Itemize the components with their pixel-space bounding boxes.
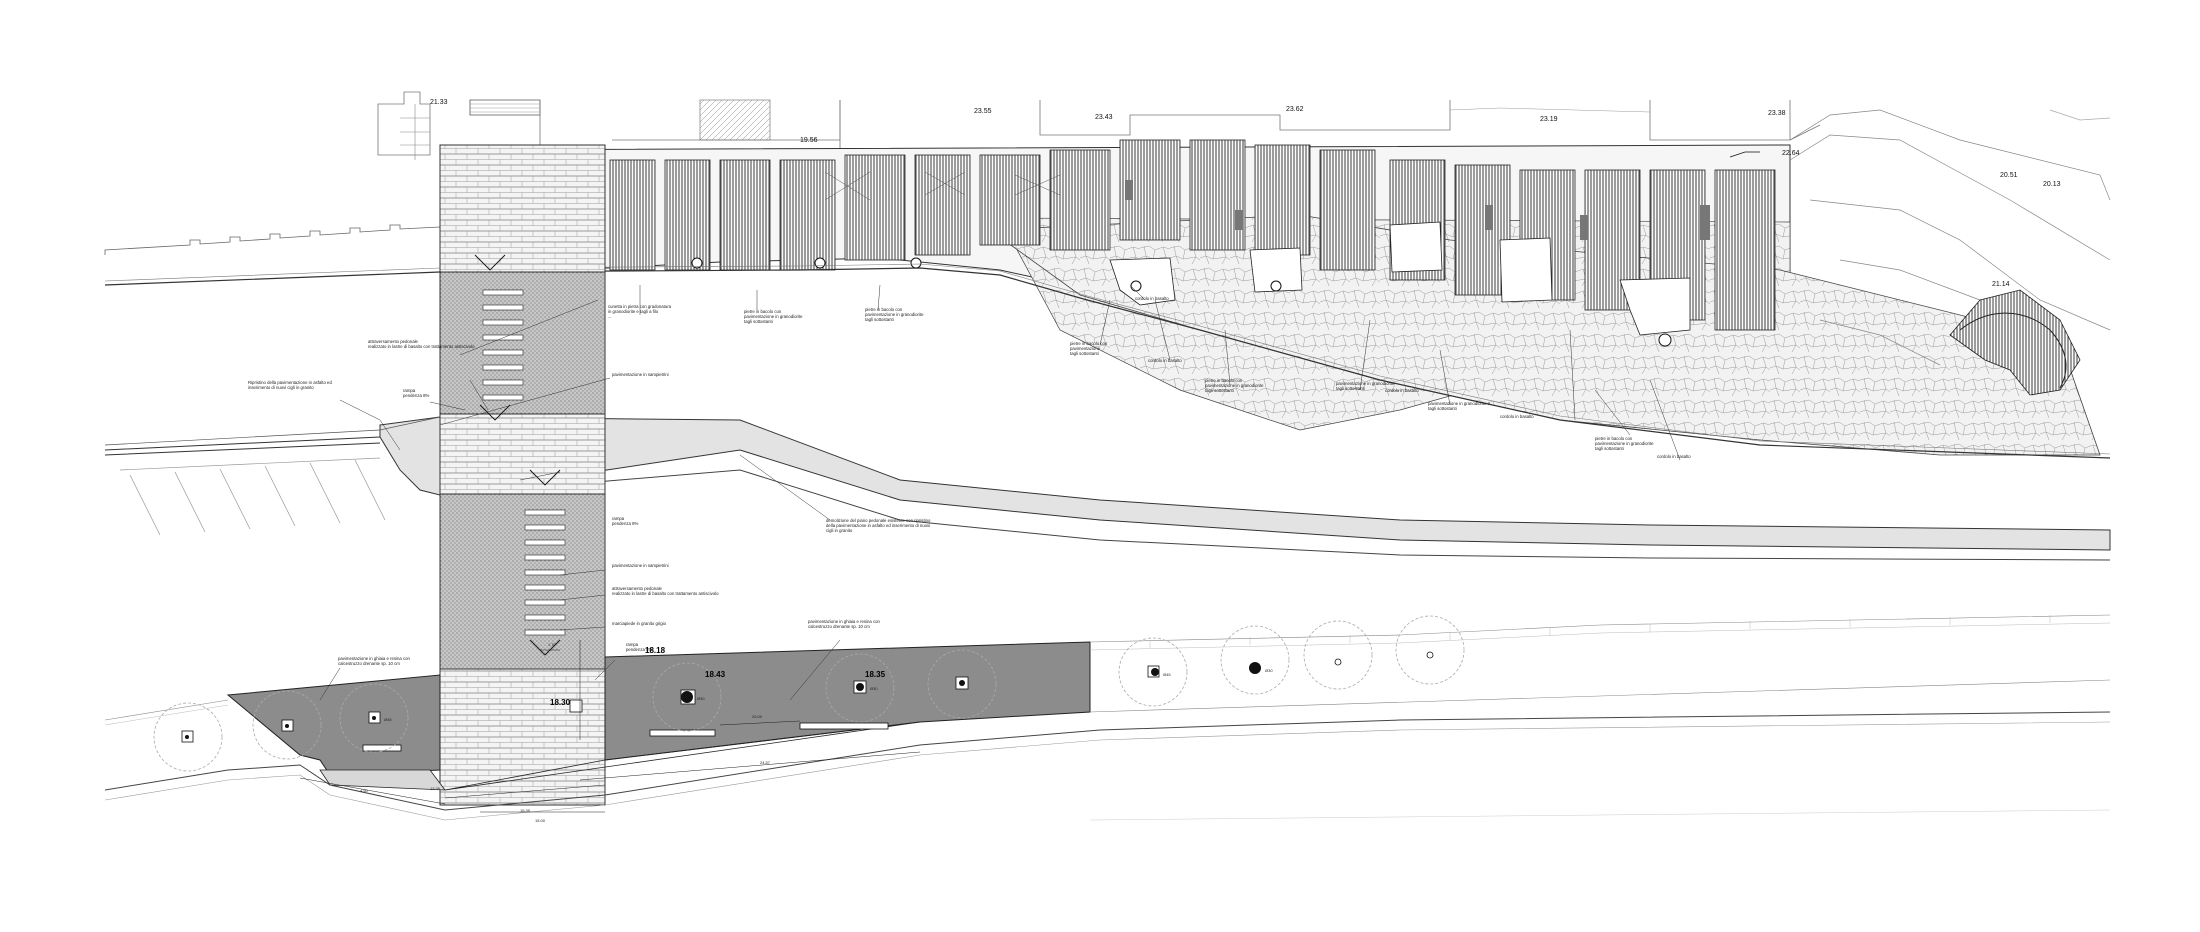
north-curb-inner bbox=[104, 263, 2111, 455]
callout-text: pavimentazione in ghiaia e resina con ca… bbox=[338, 656, 411, 666]
level-label: 23.19 bbox=[1540, 116, 1558, 123]
callout-text: pietre in bacolo con pavimentazione in g… bbox=[744, 309, 804, 324]
tree-canopies bbox=[153, 615, 1465, 772]
terrace-north bbox=[439, 139, 2101, 456]
callout-text: pietre in bacolo con pavimentazione in g… bbox=[1205, 378, 1265, 393]
stair-flights bbox=[609, 139, 1776, 331]
south-edge-ticks bbox=[1149, 615, 2051, 648]
callout-text: marciapiede in granito grigio bbox=[612, 621, 667, 626]
north-east-garden bbox=[1789, 109, 2111, 366]
stair-landings bbox=[1109, 221, 1691, 336]
road-south-curb bbox=[439, 469, 2111, 561]
callout-text: pavimentazione in granodiorite tagli sot… bbox=[1336, 381, 1396, 391]
level-label: 21.14 bbox=[1992, 281, 2010, 288]
callout-text: pietre in bacolo con pavimentazione in g… bbox=[865, 307, 925, 322]
dimension-label: 24.57 bbox=[760, 760, 771, 765]
landing-markers bbox=[1125, 180, 1710, 240]
callout-text: cordolo in basalto bbox=[1500, 414, 1534, 419]
dimension-label: 1.70 bbox=[548, 642, 557, 647]
north-buildings bbox=[377, 91, 1821, 160]
tree-diameter-labels: Ø45 Ø30 Ø30 Ø45 Ø30 bbox=[384, 668, 1273, 722]
callout-text: rampa pendenza 8% bbox=[403, 388, 429, 398]
ramp-crosses bbox=[824, 171, 1061, 201]
callout-text: pavimentazione in sampietrini bbox=[612, 372, 669, 377]
callout-text: cordolo in basalto bbox=[1385, 388, 1419, 393]
level-label: 23.43 bbox=[1095, 114, 1113, 121]
tree-label: Ø30 bbox=[870, 686, 878, 691]
tree-label: Ø30 bbox=[1265, 668, 1273, 673]
material-callouts: cunetta in pietra con gradonatura in gra… bbox=[248, 296, 1691, 666]
level-label: 18.18 bbox=[645, 646, 666, 655]
curved-stair-east bbox=[1949, 289, 2081, 396]
north-marker bbox=[1729, 151, 1760, 158]
callout-text: cunetta in pietra con gradonatura in gra… bbox=[608, 304, 672, 319]
dimension-lines bbox=[299, 640, 921, 813]
south-edge bbox=[104, 614, 2111, 821]
spot-levels: 21.33 19.56 23.55 23.43 23.62 23.19 23.3… bbox=[430, 99, 2061, 707]
callout-text: demolizione del piano pedonale esistente… bbox=[826, 518, 932, 533]
dimension-label: 15.00 bbox=[535, 818, 546, 823]
level-label: 18.43 bbox=[705, 670, 726, 679]
callout-text: cordolo in basalto bbox=[1657, 454, 1691, 459]
callout-text: cordolo in basalto bbox=[1135, 296, 1169, 301]
level-label: 18.35 bbox=[865, 670, 886, 679]
level-label: 23.62 bbox=[1286, 106, 1304, 113]
dimension-label: 25.00 bbox=[752, 714, 763, 719]
parking-bays bbox=[119, 457, 386, 536]
leader-lines bbox=[319, 284, 1681, 701]
level-label: 23.38 bbox=[1768, 110, 1786, 117]
callout-text: rampa pendenza 8% bbox=[612, 516, 638, 526]
level-label: 20.13 bbox=[2043, 181, 2061, 188]
dimension-label: 13.35 bbox=[430, 786, 441, 791]
callout-text: attraversamento pedonale realizzato in l… bbox=[612, 586, 719, 596]
dimension-label: 15.35 bbox=[520, 808, 531, 813]
tree-label: Ø30 bbox=[697, 696, 705, 701]
callout-text: rampa pendenza 8% bbox=[626, 642, 652, 652]
callout-text: pietre in bacolo con pavimentazione tagl… bbox=[1070, 341, 1108, 356]
crossing-marker bbox=[569, 699, 583, 713]
north-curb bbox=[104, 267, 2111, 459]
callout-text: pavimentazione in ghiaia e resina con ca… bbox=[808, 619, 881, 629]
callout-text: Ripristino della pavimentazione in asfal… bbox=[248, 380, 333, 390]
callout-text: pietre in bacolo con pavimentazione in g… bbox=[1595, 436, 1655, 451]
callout-text: attraversamento pedonale realizzato in l… bbox=[368, 339, 475, 349]
callout-text: pavimentazione in granodiorite e tagli s… bbox=[1428, 401, 1491, 411]
tree-label: Ø45 bbox=[1163, 672, 1171, 677]
south-plaza bbox=[226, 641, 1091, 791]
level-label: 19.56 bbox=[800, 137, 818, 144]
level-label: 23.55 bbox=[974, 108, 992, 115]
pedestrian-crossing bbox=[439, 144, 606, 806]
boundary-wall-west bbox=[104, 224, 441, 255]
tree-label: Ø45 bbox=[384, 717, 392, 722]
level-label: 20.51 bbox=[2000, 172, 2018, 179]
level-label: 22.64 bbox=[1782, 150, 1800, 157]
dimension-labels: 1.70 25.00 24.57 15.35 13.35 4.50 15.00 bbox=[360, 642, 771, 823]
level-label: 21.33 bbox=[430, 99, 448, 106]
tree-trunks bbox=[185, 662, 1261, 739]
callout-text: cordolo in basalto bbox=[1148, 358, 1182, 363]
callout-text: pavimentazione in sampietrini bbox=[612, 563, 669, 568]
level-label: 18.30 bbox=[550, 698, 571, 707]
dimension-label: 4.50 bbox=[360, 788, 369, 793]
